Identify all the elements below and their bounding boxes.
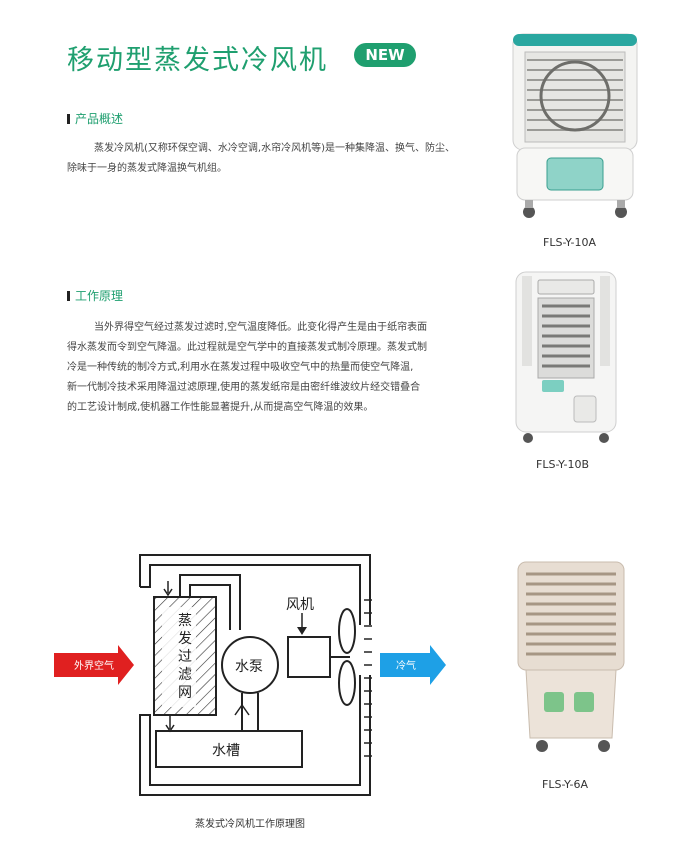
overview-heading-text: 产品概述 <box>75 112 124 126</box>
fan-blade <box>338 660 356 706</box>
overview-line: 除味于一身的蒸发式降温换气机组。 <box>67 163 227 174</box>
product-image-fls-y-10b <box>515 271 617 443</box>
inlet-air-label: 外界空气 <box>74 659 114 672</box>
housing-outline <box>139 554 371 587</box>
product-image-fls-y-6a <box>517 561 625 752</box>
principle-heading: 工作原理 <box>67 287 123 304</box>
principle-line: 新一代制冷技术采用降温过滤原理,使用的蒸发纸帘是由密纤维波纹片经交错叠合 <box>67 382 421 393</box>
section-marker-icon <box>67 114 70 124</box>
page-title: 移动型蒸发式冷风机 <box>67 45 328 76</box>
outlet-grille <box>364 599 372 757</box>
overview-line: 蒸发冷风机(又称环保空调、水冷空调,水帘冷风机等)是一种集降温、换气、防尘、 <box>94 143 455 154</box>
product-model-label: FLS-Y-10B <box>536 458 590 471</box>
filter-label-char: 发 <box>178 631 192 647</box>
product-image-fls-y-10a <box>512 33 638 218</box>
filter-label-char: 滤 <box>178 667 192 683</box>
diagram-caption: 蒸发式冷风机工作原理图 <box>195 819 305 830</box>
filter-label-char: 蒸 <box>178 613 192 629</box>
fan-blade <box>338 608 356 654</box>
pump-label: 水泵 <box>235 659 263 675</box>
principle-line: 的工艺设计制成,使机器工作性能显著提升,从而提高空气降温的效果。 <box>67 402 374 413</box>
principle-line: 冷是一种传统的制冷方式,利用水在蒸发过程中吸收空气中的热量而使空气降温, <box>67 362 414 373</box>
water-tank <box>155 730 303 768</box>
inlet-air-arrow <box>54 645 134 685</box>
overview-text: 蒸发冷风机(又称环保空调、水冷空调,水帘冷风机等)是一种集降温、换气、防尘、 除… <box>67 139 457 179</box>
section-marker-icon <box>67 291 70 301</box>
product-model-label: FLS-Y-6A <box>542 778 589 791</box>
water-pump <box>221 636 279 694</box>
principle-text: 当外界得空气经过蒸发过滤时,空气温度降低。此变化得产生是由于纸帘表面 得水蒸发而… <box>67 318 457 418</box>
filter-label-char: 网 <box>178 685 192 701</box>
fan-motor <box>287 636 331 678</box>
fan-label: 风机 <box>286 597 314 613</box>
outlet-air-label: 冷气 <box>396 659 416 672</box>
overview-heading: 产品概述 <box>67 110 123 127</box>
filter-label-char: 过 <box>178 649 192 665</box>
principle-line: 得水蒸发而令到空气降温。此过程就是空气学中的直接蒸发式制冷原理。蒸发式制 <box>67 342 427 353</box>
principle-line: 当外界得空气经过蒸发过滤时,空气温度降低。此变化得产生是由于纸帘表面 <box>94 322 428 333</box>
principle-heading-text: 工作原理 <box>75 289 124 303</box>
product-model-label: FLS-Y-10A <box>543 236 597 249</box>
outlet-air-arrow <box>380 645 446 685</box>
new-badge: NEW <box>354 43 416 67</box>
working-principle-diagram: 外界空气 冷气 蒸 发 过 滤 网 水泵 风机 水槽 <box>54 554 446 796</box>
tank-label: 水槽 <box>212 743 240 759</box>
